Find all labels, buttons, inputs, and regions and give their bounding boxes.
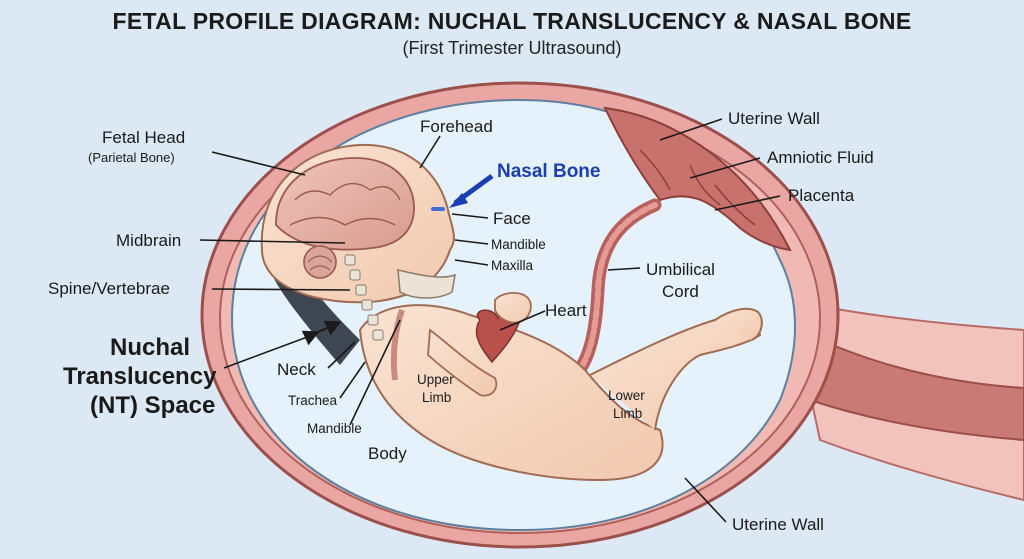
label-spine: Spine/Vertebrae	[48, 279, 170, 298]
label-amniotic-fluid: Amniotic Fluid	[767, 148, 874, 167]
label-nt-line2: Translucency	[63, 363, 217, 390]
label-lower-limb-2: Limb	[613, 406, 642, 421]
upper-limb	[427, 328, 498, 397]
label-trachea: Trachea	[288, 393, 338, 408]
label-uterine-wall-bottom: Uterine Wall	[732, 515, 824, 534]
leader-lines	[199, 118, 781, 523]
diagram-subtitle: (First Trimester Ultrasound)	[402, 38, 622, 58]
label-upper-limb-1: Upper	[417, 372, 454, 387]
umbilical-cord-detail	[572, 202, 658, 378]
label-face: Face	[493, 209, 531, 228]
label-body: Body	[368, 444, 407, 463]
label-umbilical-1: Umbilical	[646, 260, 715, 279]
nt-measure-arrow	[301, 320, 342, 346]
label-maxilla: Maxilla	[491, 258, 534, 273]
label-placenta: Placenta	[788, 186, 855, 205]
spine	[344, 254, 384, 341]
label-nt-line3: (NT) Space	[90, 392, 215, 419]
label-heart: Heart	[545, 301, 587, 320]
label-forehead: Forehead	[420, 117, 493, 136]
mandible-shape	[397, 269, 456, 299]
cerebellum-folds	[307, 255, 333, 271]
lower-limb	[589, 317, 762, 431]
label-mandible-lower: Mandible	[307, 421, 362, 436]
nasal-bone-arrowhead	[449, 193, 468, 208]
label-parietal-bone: (Parietal Bone)	[88, 150, 175, 165]
brain	[275, 157, 415, 251]
brain-folds	[289, 182, 401, 226]
heart	[475, 309, 521, 364]
diagram-title: FETAL PROFILE DIAGRAM: NUCHAL TRANSLUCEN…	[112, 8, 912, 34]
nasal-bone-mark	[431, 207, 445, 211]
placenta-texture	[639, 149, 756, 226]
label-uterine-wall-top: Uterine Wall	[728, 109, 820, 128]
label-lower-limb-1: Lower	[608, 388, 645, 403]
cerebellum	[303, 245, 337, 279]
label-mandible-upper: Mandible	[491, 237, 546, 252]
label-neck: Neck	[277, 360, 316, 379]
label-upper-limb-2: Limb	[422, 390, 451, 405]
label-nt-line1: Nuchal	[110, 334, 190, 361]
cervical-canal	[798, 328, 1024, 442]
label-umbilical-2: Cord	[662, 282, 699, 301]
label-nasal-bone: Nasal Bone	[497, 161, 600, 182]
foot	[714, 307, 763, 341]
hand	[494, 292, 532, 324]
label-fetal-head: Fetal Head	[102, 128, 185, 147]
trachea	[390, 309, 405, 381]
label-midbrain: Midbrain	[116, 231, 181, 250]
